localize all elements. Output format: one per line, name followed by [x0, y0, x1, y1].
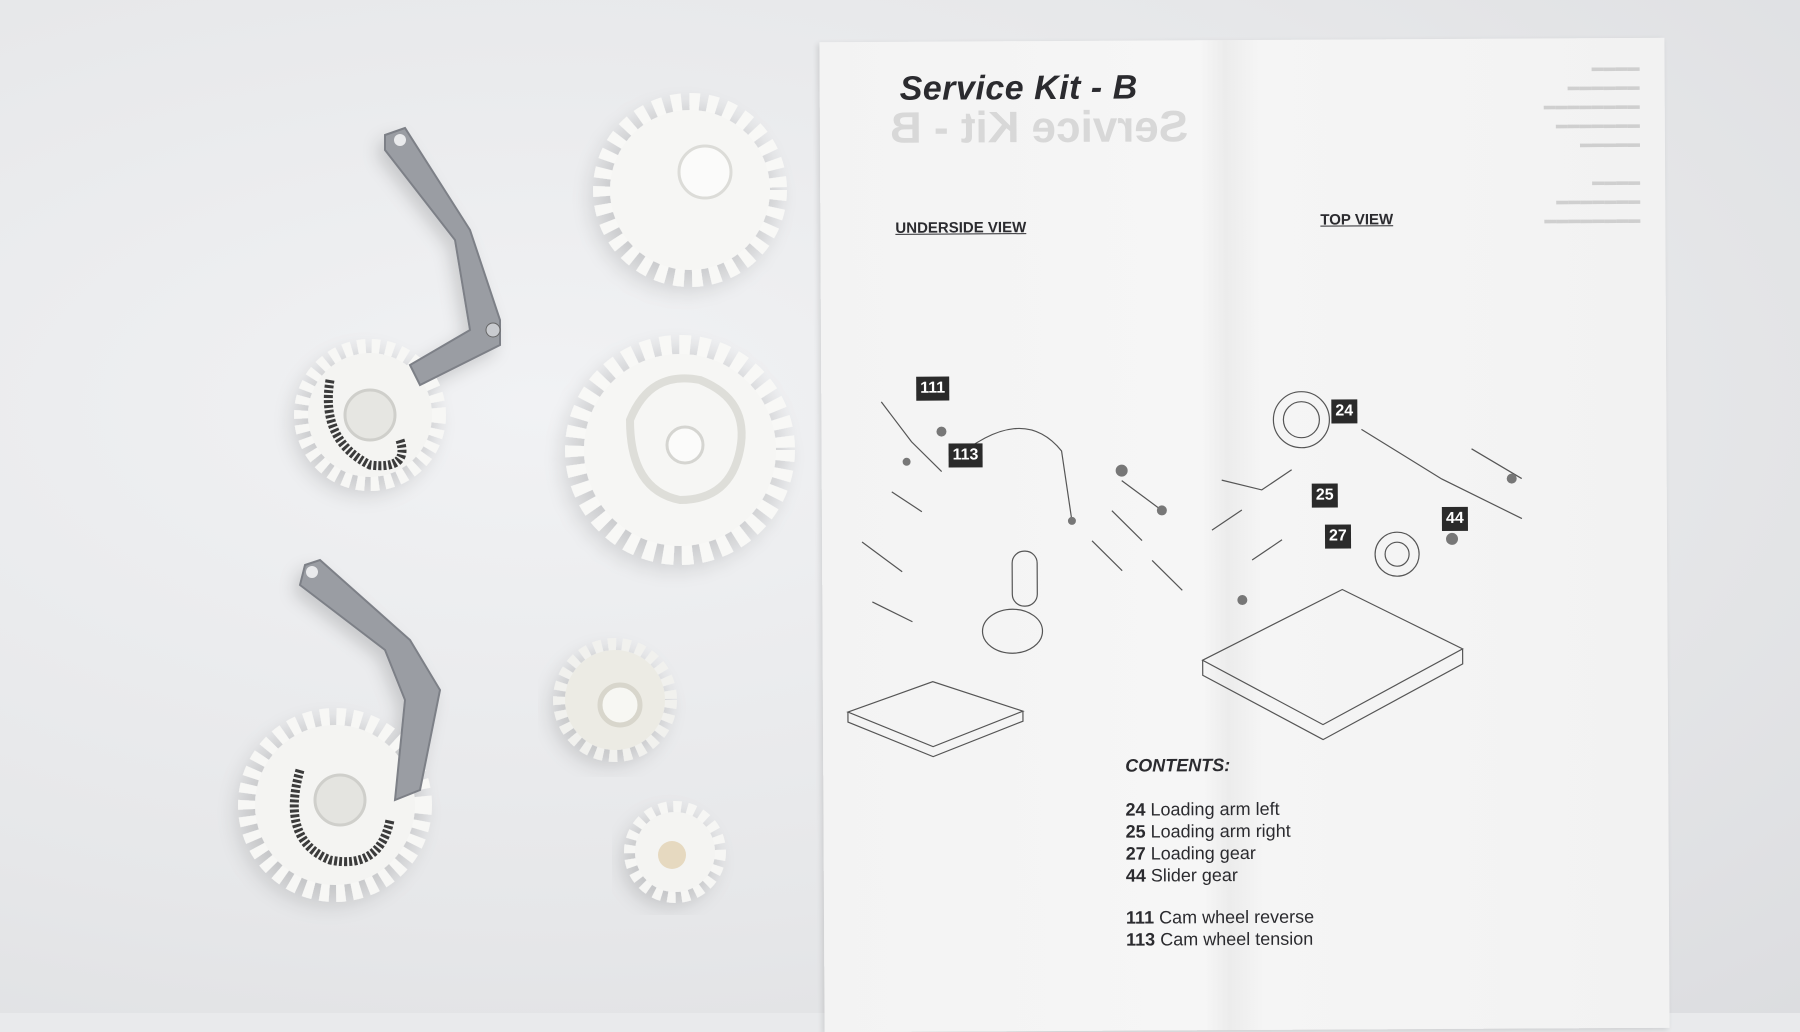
item-number: 27 [1125, 843, 1146, 864]
loading-arm-right [238, 558, 442, 902]
item-number: 111 [1125, 907, 1155, 928]
callout-111: 111 [916, 376, 950, 401]
contents-item: 24 Loading arm left [1125, 798, 1313, 821]
contents-list: 24 Loading arm left 25 Loading arm right… [1125, 798, 1314, 951]
item-number: 25 [1125, 821, 1146, 842]
cam-wheel-large [565, 335, 795, 565]
parts-photo [238, 93, 795, 903]
contents-item: 111 Cam wheel reverse [1126, 906, 1314, 929]
item-label: Cam wheel tension [1160, 928, 1314, 950]
item-label: Loading arm left [1150, 798, 1280, 820]
contents-item: 27 Loading gear [1126, 842, 1314, 865]
item-number: 44 [1125, 865, 1146, 886]
item-number: 113 [1126, 929, 1156, 950]
callout-27: 27 [1324, 524, 1351, 549]
underside-view-label: UNDERSIDE VIEW [895, 219, 1027, 237]
item-label: Slider gear [1150, 865, 1238, 886]
top-view-label: TOP VIEW [1320, 211, 1394, 229]
callout-24: 24 [1331, 399, 1358, 424]
contents-item: 113 Cam wheel tension [1126, 928, 1314, 951]
contents-item: 25 Loading arm right [1125, 820, 1313, 843]
item-label: Loading arm right [1150, 820, 1291, 842]
loading-gear [553, 638, 677, 762]
callout-113: 113 [948, 443, 983, 468]
exploded-diagram [846, 391, 1523, 758]
callout-44: 44 [1441, 506, 1468, 531]
bleed-through-text: ▬▬▬▬▬▬▬▬▬▬▬▬▬▬▬▬▬▬▬▬▬▬▬▬▬▬▬▬▬▬▬▬▬▬▬▬▬▬▬▬… [1543, 59, 1641, 227]
item-number: 24 [1125, 799, 1146, 820]
slider-gear [624, 801, 726, 903]
bleed-through-title: Service Kit - B [889, 102, 1189, 153]
contents-item: 44 Slider gear [1126, 864, 1314, 887]
loading-arm-left [294, 126, 501, 491]
callout-25: 25 [1311, 483, 1338, 508]
item-label: Cam wheel reverse [1159, 906, 1315, 928]
cam-gear-top [593, 93, 787, 287]
contents-heading: CONTENTS: [1125, 755, 1231, 776]
sheet-title: Service Kit - B [899, 68, 1138, 108]
item-label: Loading gear [1150, 842, 1256, 864]
service-kit-sheet: Service Kit - B ▬▬▬▬▬▬▬▬▬▬▬▬▬▬▬▬▬▬▬▬▬▬▬▬… [819, 37, 1670, 1032]
